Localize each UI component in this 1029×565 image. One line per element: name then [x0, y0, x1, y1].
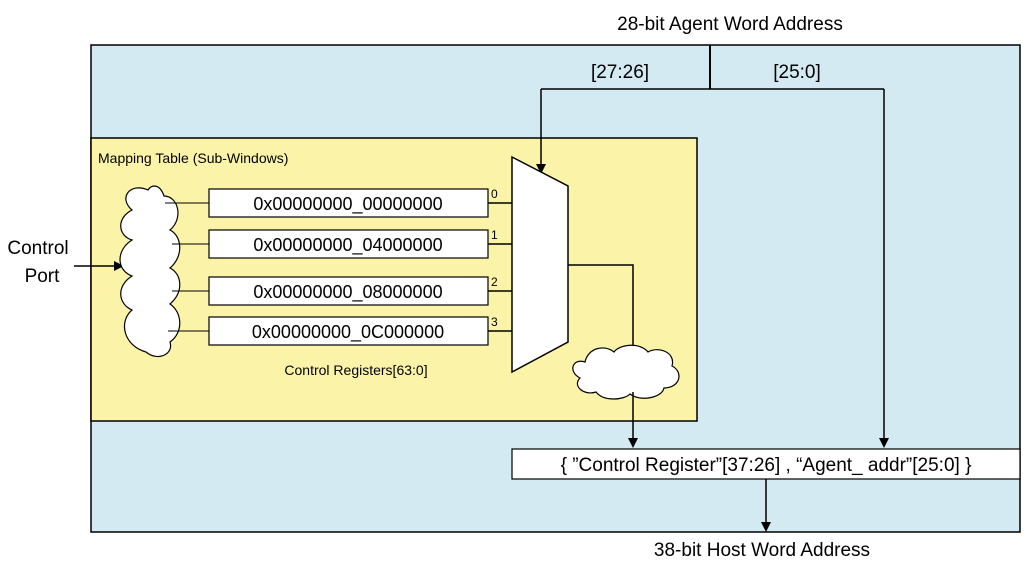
host-address-label: 38-bit Host Word Address — [654, 540, 870, 561]
decode-logic-cloud — [119, 185, 181, 357]
agent-address-label: 28-bit Agent Word Address — [617, 14, 843, 35]
register-1-value: 0x00000000_04000000 — [253, 235, 442, 256]
register-3-value: 0x00000000_0C000000 — [252, 322, 444, 343]
register-1: 0x00000000_04000000 1 — [208, 228, 512, 259]
output-logic-cloud — [572, 344, 680, 400]
concat-box — [511, 448, 1021, 480]
register-2: 0x00000000_08000000 2 — [208, 275, 512, 306]
mux-output-line — [568, 264, 634, 352]
bits-high-label: [27:26] — [591, 62, 649, 83]
register-3: 0x00000000_0C000000 3 — [208, 315, 512, 346]
register-0-value: 0x00000000_00000000 — [253, 194, 442, 215]
control-registers-label: Control Registers[63:0] — [284, 362, 427, 378]
bits-low-label: [25:0] — [773, 62, 821, 83]
concat-label: { ”Control Register”[37:26] , “Agent_ ad… — [561, 455, 972, 476]
multiplexer — [511, 155, 569, 374]
register-0: 0x00000000_00000000 0 — [208, 187, 512, 218]
register-1-index: 1 — [491, 228, 498, 242]
mapping-table-label: Mapping Table (Sub-Windows) — [98, 150, 288, 166]
control-port-label-line2: Port — [25, 266, 61, 287]
control-port-label-line1: Control — [7, 238, 68, 259]
register-2-value: 0x00000000_08000000 — [253, 282, 442, 303]
register-0-index: 0 — [491, 187, 498, 201]
register-3-index: 3 — [491, 315, 498, 329]
register-2-index: 2 — [491, 275, 498, 289]
